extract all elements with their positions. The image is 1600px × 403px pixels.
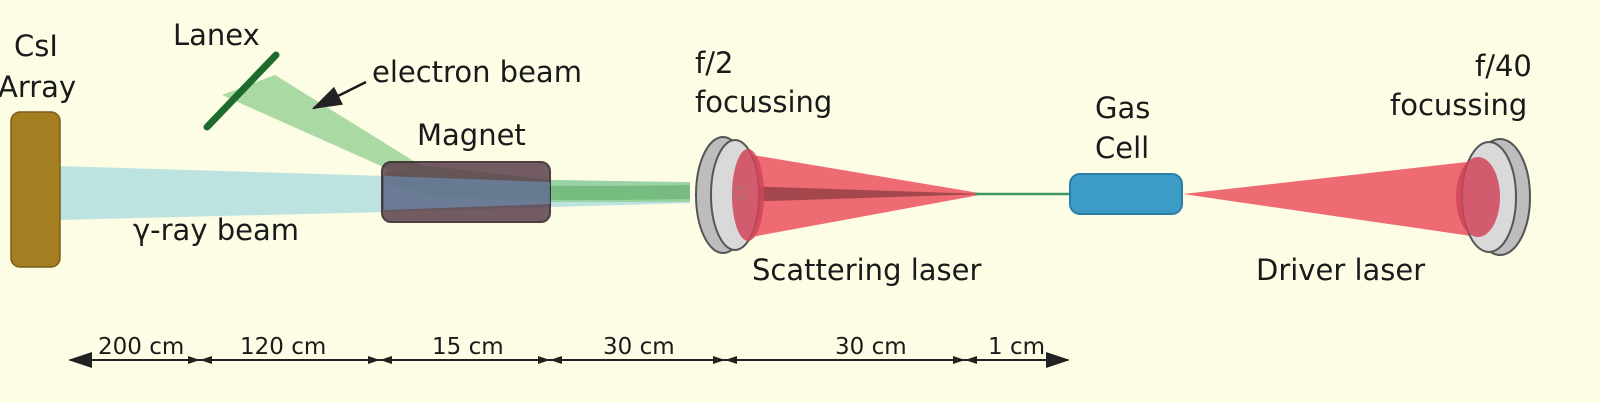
driver-laser: [1183, 160, 1485, 238]
dimension-scale: 200 cm 120 cm 15 cm 30 cm 30 cm 1 cm: [68, 334, 1070, 368]
f40-label-line2: focussing: [1390, 88, 1527, 122]
gas-cell: [1069, 173, 1183, 215]
dimension-label: 120 cm: [240, 334, 326, 360]
f2-label-line1: f/2: [695, 46, 733, 80]
gas-cell-label-line2: Cell: [1095, 131, 1149, 165]
gas-cell-label-line1: Gas: [1095, 91, 1150, 125]
csi-array: [10, 111, 61, 268]
scattering-laser-label: Scattering laser: [752, 253, 981, 287]
dimension-label: 1 cm: [988, 334, 1045, 360]
electron-beam-pointer-arrow: [311, 80, 367, 110]
f2-label-line2: focussing: [695, 85, 832, 119]
driver-laser-label: Driver laser: [1256, 253, 1425, 287]
scattering-laser: [735, 152, 985, 240]
f40-focussing-optic: [1456, 138, 1531, 256]
lanex-label: Lanex: [173, 18, 260, 52]
dimension-label: 200 cm: [98, 334, 184, 360]
dimension-label: 30 cm: [835, 334, 907, 360]
magnet-label: Magnet: [417, 118, 526, 152]
f40-label-line1: f/40: [1475, 49, 1532, 83]
dimension-label: 30 cm: [603, 334, 675, 360]
electron-beam-label: electron beam: [372, 55, 582, 89]
lanex-screen: [203, 51, 280, 131]
gamma-beam-label: γ-ray beam: [133, 213, 299, 247]
csi-label-line1: CsI: [14, 29, 58, 63]
dimension-label: 15 cm: [432, 334, 504, 360]
csi-label-line2: Array: [0, 70, 76, 104]
f2-focussing-optic: [695, 136, 764, 254]
